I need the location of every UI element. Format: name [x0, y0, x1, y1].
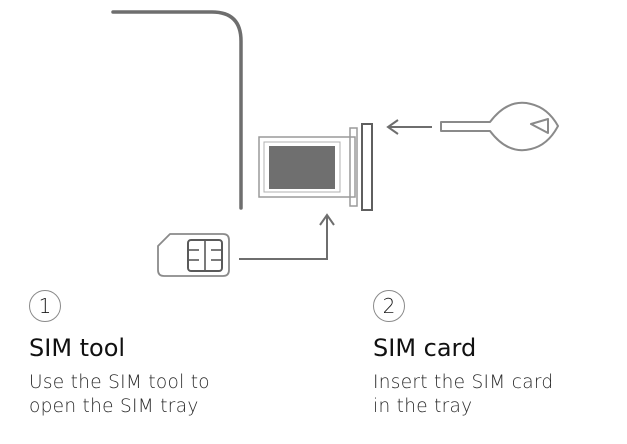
step-description: Use the SIM tool to open the SIM tray	[29, 371, 299, 419]
step-1: 1 SIM tool Use the SIM tool to open the …	[29, 290, 299, 419]
phone-edge-icon	[111, 10, 243, 210]
arrow-up-icon	[239, 213, 335, 260]
step-description-line: Use the SIM tool to	[29, 371, 210, 393]
step-2: 2 SIM card Insert the SIM card in the tr…	[373, 290, 627, 419]
step-description-line: Insert the SIM card	[373, 371, 554, 393]
step-title: SIM card	[373, 334, 477, 362]
arrow-left-icon	[386, 119, 432, 135]
step-number-badge: 1	[29, 290, 61, 322]
sim-ejector-tool-icon	[440, 101, 559, 152]
step-title: SIM tool	[29, 334, 126, 362]
sim-card-icon	[157, 233, 230, 277]
step-number-badge: 2	[373, 290, 405, 322]
sim-tray-icon	[258, 123, 373, 211]
step-description: Insert the SIM card in the tray	[373, 371, 627, 419]
step-description-line: open the SIM tray	[29, 395, 199, 417]
step-description-line: in the tray	[373, 395, 473, 417]
